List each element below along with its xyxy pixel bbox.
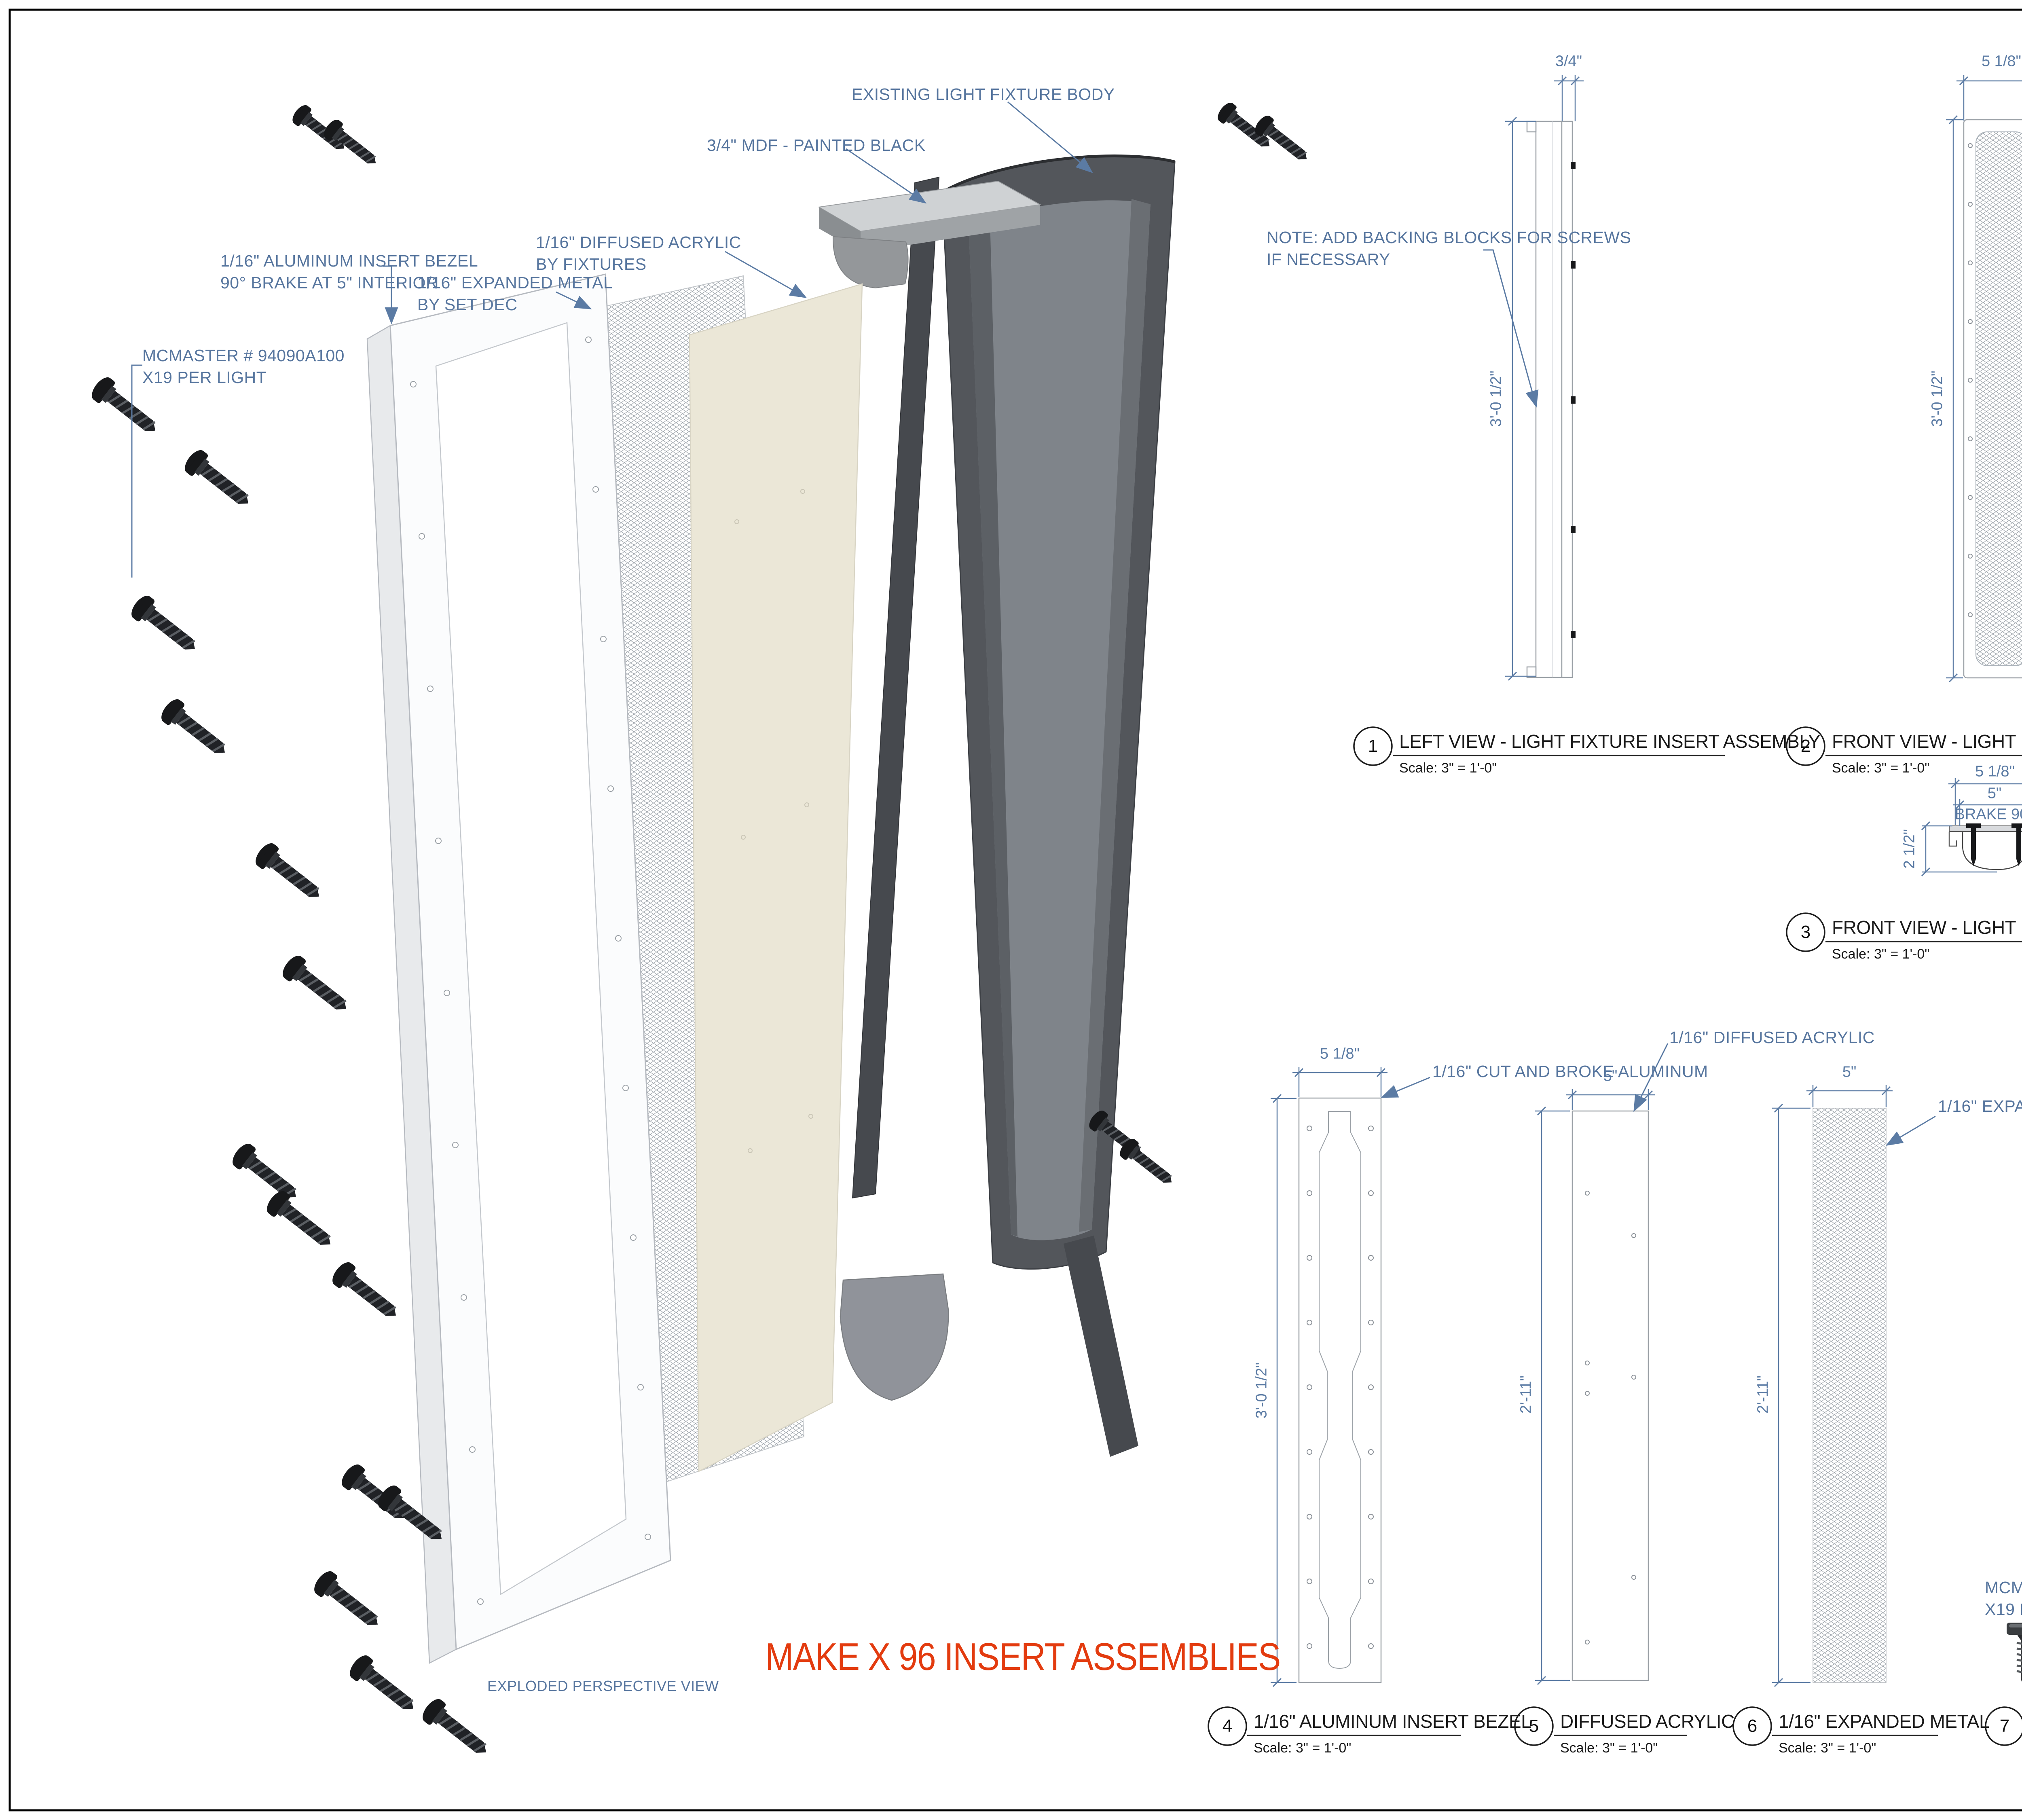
label-fixture-body: EXISTING LIGHT FIXTURE BODY [852,85,1115,104]
fixture-body-part [852,154,1176,1457]
dim-v3-brake: BRAKE 90° [1954,806,2022,823]
dim-v4-left: 3'-0 1/2" [1253,1362,1270,1419]
acrylic-part [689,283,863,1473]
view4-graphic [1271,1067,1430,1687]
view6-number: 6 [1747,1716,1758,1736]
make-note: MAKE X 96 INSERT ASSEMBLIES [765,1635,1281,1678]
view5-title: DIFFUSED ACRYLIC [1560,1711,1734,1732]
view4-title: 1/16" ALUMINUM INSERT BEZEL [1254,1711,1531,1732]
dim-v6-top: 5" [1842,1063,1857,1081]
label-v7-line1: MCMASTER # 94090A100 [1985,1578,2022,1597]
label-v7-line2: X19 PER LIGHT [1985,1600,2022,1619]
label-bezel-line1: 1/16" ALUMINUM INSERT BEZEL [220,252,478,270]
view6-graphic [1772,1085,1936,1687]
view1-graphic [1483,75,1584,681]
view4-scale: Scale: 3" = 1'-0" [1254,1740,1352,1756]
view2-scale: Scale: 3" = 1'-0" [1832,760,1930,776]
sheet-border [8,8,2022,1812]
bezel-part [366,273,671,1664]
dim-v1-top: 3/4" [1555,53,1582,70]
view1-number: 1 [1368,736,1378,756]
dim-v3-d1: 5 1/8" [1975,763,2015,780]
view3-title: FRONT VIEW - LIGHT FIXTURE INSERT ASSEMB… [1832,917,2022,938]
label-mdf: 3/4" MDF - PAINTED BLACK [707,136,926,154]
label-acrylic: 1/16" DIFFUSED ACRYLIC BY FIXTURES [536,231,741,275]
label-bezel-line2: 90° BRAKE AT 5" INTERIOR [220,273,438,292]
view5-number: 5 [1529,1716,1539,1736]
label-expanded-line2: BY SET DEC [417,295,518,314]
dim-v5-top: 5" [1603,1067,1618,1085]
end-cap-part [840,1273,949,1401]
view6-scale: Scale: 3" = 1'-0" [1779,1740,1876,1756]
view7-number: 7 [1999,1716,2010,1736]
label-mcmaster: MCMASTER # 94090A100 X19 PER LIGHT [142,345,345,388]
label-expanded-metal: 1/16" EXPANDED METAL BY SET DEC [417,272,613,315]
note-line1: NOTE: ADD BACKING BLOCKS FOR SCREWS [1267,228,1631,247]
view6-title: 1/16" EXPANDED METAL [1779,1711,1990,1732]
exploded-caption: EXPLODED PERSPECTIVE VIEW [487,1678,719,1694]
view3-number: 3 [1800,922,1811,942]
dim-v2-top: 5 1/8" [1981,53,2022,70]
backing-blocks-note: NOTE: ADD BACKING BLOCKS FOR SCREWS IF N… [1267,226,1631,270]
view3-scale: Scale: 3" = 1'-0" [1832,946,1930,962]
label-v6-mesh: 1/16" EXPANDED METAL [1938,1097,2022,1115]
exploded-view-graphic [88,100,1314,1763]
exploded-leaders [131,101,1093,578]
view5-scale: Scale: 3" = 1'-0" [1560,1740,1658,1756]
view-title-marks [1208,726,2022,1746]
view2-title: FRONT VIEW - LIGHT FIXTURE INSERT ASSEMB… [1832,731,2022,752]
view2-number: 2 [1800,736,1811,756]
view5-graphic [1535,1043,1669,1685]
dim-v1-left: 3'-0 1/2" [1487,370,1505,427]
label-expanded-line1: 1/16" EXPANDED METAL [417,273,613,292]
label-acrylic-line2: BY FIXTURES [536,255,647,274]
view2-graphic [1946,75,2022,683]
label-acrylic-line1: 1/16" DIFFUSED ACRYLIC [536,233,741,252]
mdf-cap-part [818,180,1042,289]
view4-number: 4 [1222,1716,1233,1736]
view3-graphic [1921,778,2022,877]
label-mcmaster-line2: X19 PER LIGHT [142,368,267,387]
view7-graphic [2007,1623,2022,1682]
note-line2: IF NECESSARY [1267,250,1390,269]
dim-v2-left: 3'-0 1/2" [1929,370,1946,427]
dim-v4-top: 5 1/8" [1320,1045,1360,1062]
view1-title: LEFT VIEW - LIGHT FIXTURE INSERT ASSEMBL… [1399,731,1821,752]
label-v4-cut: 1/16" CUT AND BROKE ALUMINUM [1432,1062,1708,1081]
label-v5-acrylic: 1/16" DIFFUSED ACRYLIC [1669,1028,1875,1047]
label-v7-mcmaster: MCMASTER # 94090A100 X19 PER LIGHT [1985,1577,2022,1620]
view1-scale: Scale: 3" = 1'-0" [1399,760,1497,776]
dim-v6-left: 2'-11" [1754,1376,1772,1414]
label-bezel: 1/16" ALUMINUM INSERT BEZEL 90° BRAKE AT… [220,250,478,294]
label-mcmaster-line1: MCMASTER # 94090A100 [142,346,345,365]
dim-v3-d2: 5" [1987,785,2002,802]
dim-v5-left: 2'-11" [1517,1376,1535,1414]
dim-v3-left: 2 1/2" [1901,829,1918,869]
